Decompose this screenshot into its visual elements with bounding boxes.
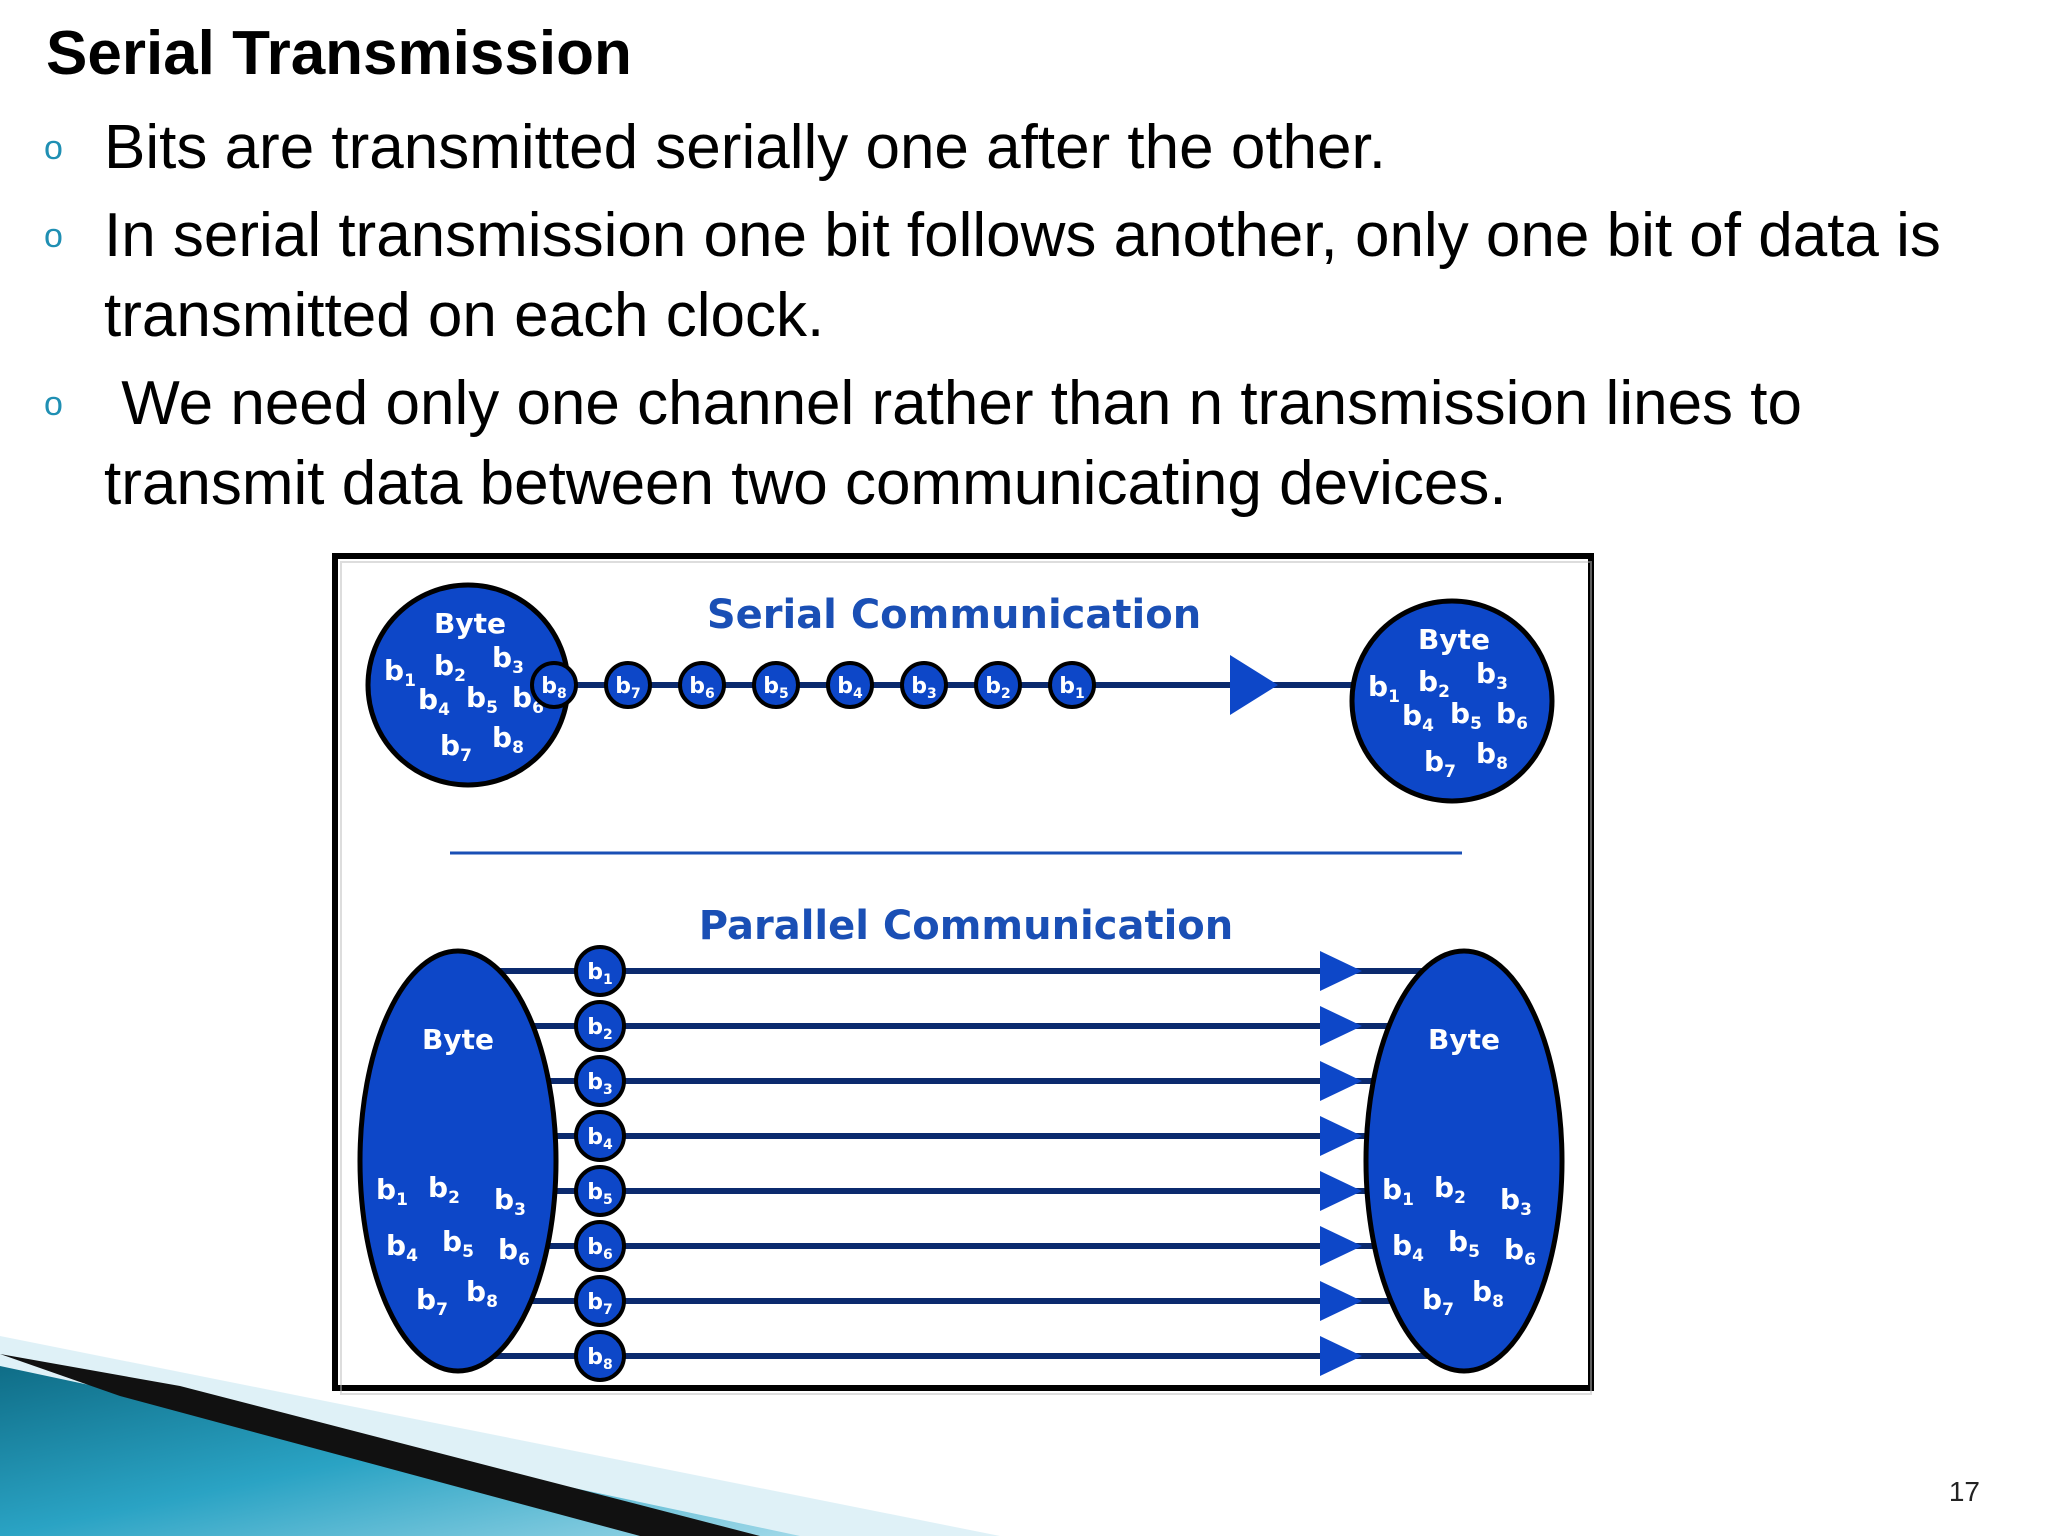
byte-label: Byte xyxy=(422,1023,494,1056)
bullet-text: In serial transmission one bit follows a… xyxy=(104,201,1959,350)
arrow-head xyxy=(1320,1281,1362,1321)
byte-bit-label: b8 xyxy=(1476,737,1508,774)
arrow-head xyxy=(1320,1061,1362,1101)
bullet-text: We need only one channel rather than n t… xyxy=(104,369,1820,518)
bit-label: b1 xyxy=(587,960,613,988)
bit-circle xyxy=(826,661,874,709)
bit-circle xyxy=(574,1000,626,1052)
bit-label: b8 xyxy=(587,1345,613,1373)
bit-label: b3 xyxy=(911,674,937,702)
byte-bit-label: b8 xyxy=(1472,1275,1504,1312)
bit-label: b6 xyxy=(689,674,715,702)
byte-label: Byte xyxy=(1418,623,1490,656)
arrow-head xyxy=(1230,655,1278,715)
byte-bit-label: b1 xyxy=(1382,1173,1414,1210)
byte-bit-label: b5 xyxy=(1450,697,1482,734)
bit-circle xyxy=(574,1220,626,1272)
bit-circle xyxy=(752,661,800,709)
corner-decoration xyxy=(0,1336,1000,1536)
byte-bit-label: b1 xyxy=(384,654,416,691)
byte-bit-label: b2 xyxy=(434,649,466,686)
arrow-head xyxy=(1320,1336,1362,1376)
byte-bit-label: b3 xyxy=(494,1183,526,1220)
byte-bit-label: b8 xyxy=(492,721,524,758)
arrow-head xyxy=(1320,1116,1362,1156)
bit-label: b8 xyxy=(541,674,567,702)
bit-circle xyxy=(678,661,726,709)
byte-bit-label: b7 xyxy=(1422,1283,1454,1320)
byte-bit-label: b4 xyxy=(1392,1229,1424,1266)
parallel-title: Parallel Communication xyxy=(699,903,1234,949)
byte-bit-label: b1 xyxy=(376,1173,408,1210)
bit-label: b7 xyxy=(587,1290,613,1318)
bit-circle xyxy=(574,1165,626,1217)
byte-bit-label: b6 xyxy=(1496,697,1528,734)
byte-bit-label: b4 xyxy=(1402,699,1434,736)
bit-label: b2 xyxy=(587,1015,613,1043)
byte-bit-label: b3 xyxy=(492,641,524,678)
byte-bit-label: b5 xyxy=(442,1225,474,1262)
byte-bit-label: b2 xyxy=(428,1171,460,1208)
serial-parallel-diagram: Serial Communication Parallel Communicat… xyxy=(332,553,1594,1395)
bit-circle xyxy=(530,661,578,709)
arrow-head xyxy=(1320,1226,1362,1266)
arrow-head xyxy=(1320,1006,1362,1046)
byte-label: Byte xyxy=(1428,1023,1500,1056)
bit-circle xyxy=(974,661,1022,709)
byte-bit-label: b4 xyxy=(386,1229,418,1266)
byte-bit-label: b4 xyxy=(418,683,450,720)
byte-bit-label: b2 xyxy=(1434,1171,1466,1208)
bit-circle xyxy=(574,1055,626,1107)
byte-bit-label: b2 xyxy=(1418,665,1450,702)
serial-section: Byte b1 b2 b3 b4 b5 b6 b7 b8 Byte b1 b2 b3 b4 b5 b6 b7 b8… xyxy=(365,582,1555,804)
bit-circle xyxy=(1048,661,1096,709)
byte-bit-label: b7 xyxy=(416,1283,448,1320)
bit-label: b7 xyxy=(615,674,641,702)
arrow-head xyxy=(1320,1171,1362,1211)
byte-bit-label: b3 xyxy=(1476,657,1508,694)
bit-label: b3 xyxy=(587,1070,613,1098)
bit-label: b4 xyxy=(837,674,863,702)
byte-bit-label: b7 xyxy=(1424,745,1456,782)
bit-circle xyxy=(574,1330,626,1382)
byte-node xyxy=(1363,948,1565,1374)
bullet-marker: o xyxy=(44,385,63,423)
byte-node xyxy=(357,948,559,1374)
arrow-head xyxy=(1320,951,1362,991)
parallel-section: b1 b2 b3 b4 b5 b6 b7 b8 Byte b1 b2 b3 b4 b5 b6 b7 b8 Byte… xyxy=(357,945,1565,1382)
byte-bit-label: b5 xyxy=(1448,1225,1480,1262)
byte-bit-label: b1 xyxy=(1368,670,1400,707)
byte-label: Byte xyxy=(434,607,506,640)
bit-label: b6 xyxy=(587,1235,613,1263)
byte-bit-label: b3 xyxy=(1500,1183,1532,1220)
serial-title: Serial Communication xyxy=(707,592,1201,638)
byte-node xyxy=(1349,598,1555,804)
bit-circle xyxy=(604,661,652,709)
bit-label: b5 xyxy=(587,1180,613,1208)
bit-label: b1 xyxy=(1059,674,1085,702)
byte-bit-label: b8 xyxy=(466,1275,498,1312)
bit-circle xyxy=(574,1275,626,1327)
bit-label: b5 xyxy=(763,674,789,702)
bullet-marker: o xyxy=(44,217,63,255)
byte-bit-label: b6 xyxy=(498,1233,530,1270)
page-number: 17 xyxy=(1948,1476,1980,1507)
bit-circle xyxy=(574,1110,626,1162)
bit-circle xyxy=(900,661,948,709)
bullet-marker: o xyxy=(44,129,63,167)
bit-label: b4 xyxy=(587,1125,613,1153)
byte-bit-label: b6 xyxy=(1504,1233,1536,1270)
byte-bit-label: b6 xyxy=(512,681,544,718)
byte-bit-label: b7 xyxy=(440,729,472,766)
bit-circle xyxy=(574,945,626,997)
bit-label: b2 xyxy=(985,674,1011,702)
slide-title: Serial Transmission xyxy=(46,19,632,88)
bullet-text: Bits are transmitted serially one after … xyxy=(104,113,1386,182)
byte-bit-label: b5 xyxy=(466,681,498,718)
